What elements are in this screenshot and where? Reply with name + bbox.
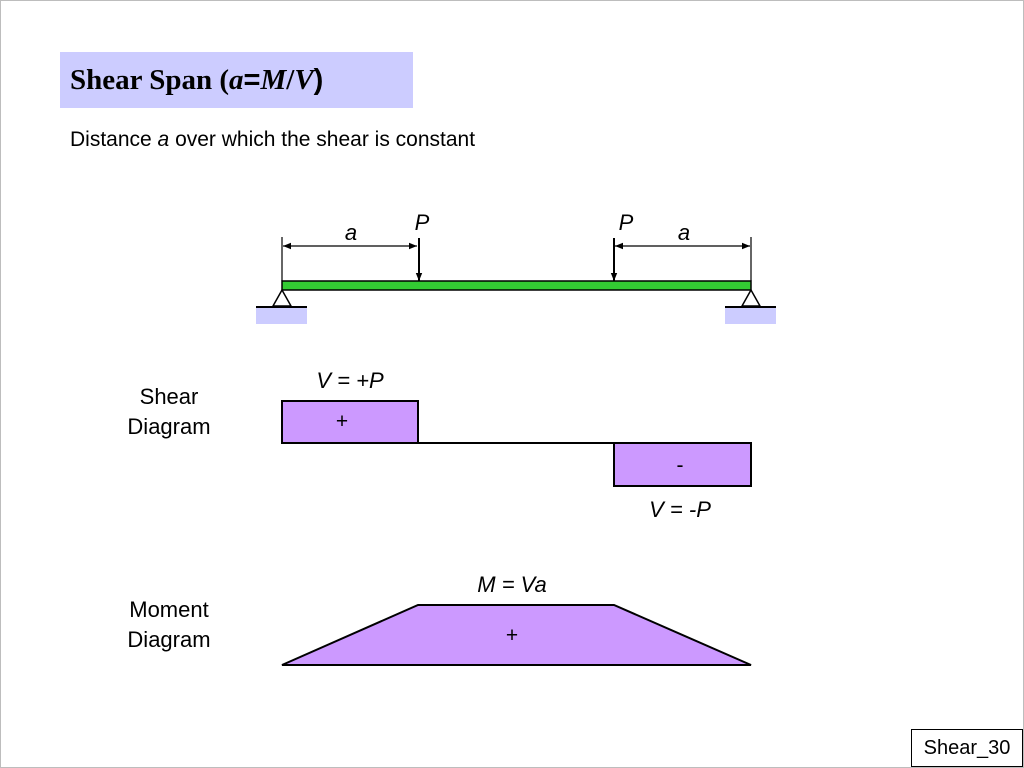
title-m: M — [260, 63, 287, 96]
shear-pos-value: V = +P — [316, 368, 384, 393]
load-label-left: P — [415, 210, 430, 235]
moment-label-line2: Diagram — [127, 627, 211, 652]
shear-label-line1: Shear — [139, 384, 199, 409]
moment-trapezoid — [281, 604, 752, 666]
support-right-triangle — [740, 288, 762, 307]
shear-neg-sign: - — [677, 454, 684, 477]
slide-title: Shear Span (a = M /V ) — [60, 52, 413, 108]
support-right-base — [725, 308, 776, 324]
shear-neg-value: V = -P — [649, 497, 711, 522]
title-slash: / — [286, 63, 295, 96]
shear-label-line2: Diagram — [127, 414, 211, 439]
title-a: a — [229, 63, 244, 96]
shear-diagram-label: Shear Diagram — [99, 382, 239, 442]
moment-label-line1: Moment — [129, 597, 209, 622]
title-equals: = — [243, 63, 261, 96]
dim-label-left: a — [345, 220, 357, 245]
subtitle: Distance a over which the shear is const… — [70, 128, 475, 152]
subtitle-a: a — [157, 128, 170, 151]
title-v: V — [294, 63, 314, 96]
shear-pos-sign: + — [336, 410, 348, 433]
moment-max-value: M = Va — [477, 572, 547, 597]
title-suffix: ) — [313, 63, 324, 96]
moment-diagram-label: Moment Diagram — [99, 595, 239, 655]
shear-positive-block — [281, 400, 419, 444]
slide-number: Shear_30 — [911, 729, 1023, 767]
support-left-triangle — [271, 288, 293, 307]
load-label-right: P — [619, 210, 634, 235]
subtitle-before: Distance — [70, 128, 158, 151]
support-left-base — [256, 308, 307, 324]
title-prefix: Shear Span ( — [70, 63, 230, 96]
beam — [281, 280, 752, 291]
moment-sign: + — [506, 624, 518, 647]
subtitle-after: over which the shear is constant — [169, 128, 476, 151]
shear-negative-block — [613, 442, 752, 487]
dim-label-right: a — [678, 220, 690, 245]
